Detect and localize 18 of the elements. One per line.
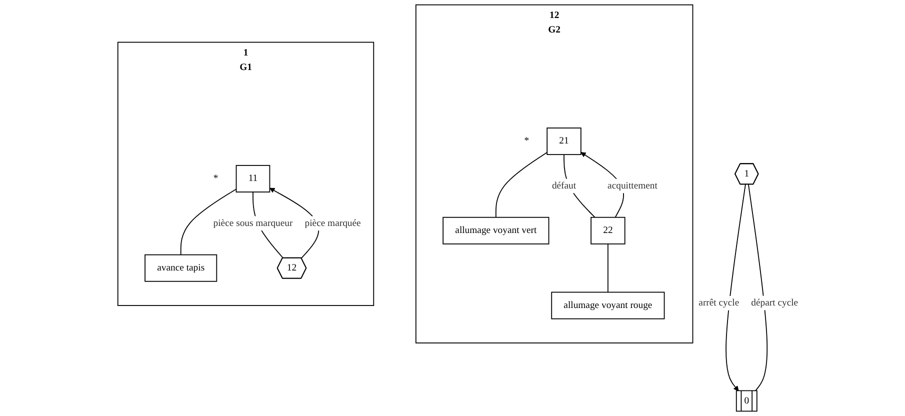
- node-box: allumage voyant rouge: [551, 292, 665, 320]
- node-label: *: [213, 173, 218, 184]
- node-label: *: [524, 136, 530, 146]
- node-box: avance tapis: [144, 254, 218, 282]
- arrow: [726, 184, 746, 392]
- node-box: allumage voyant vert: [442, 216, 550, 244]
- edge-label: pièce marquée: [304, 218, 361, 228]
- node-box: 11: [236, 164, 270, 192]
- edge-label: arrêt cycle: [698, 298, 740, 308]
- edge-label: pièce sous marqueur: [213, 218, 293, 228]
- node-box: 21: [546, 128, 582, 156]
- edge-label: départ cycle: [751, 298, 798, 308]
- connector: [495, 152, 548, 218]
- edge-label: défaut: [552, 180, 576, 191]
- connector: [748, 184, 768, 392]
- connector: [180, 188, 237, 256]
- node-box: 22: [590, 216, 626, 244]
- edge-label: acquittement: [608, 180, 658, 191]
